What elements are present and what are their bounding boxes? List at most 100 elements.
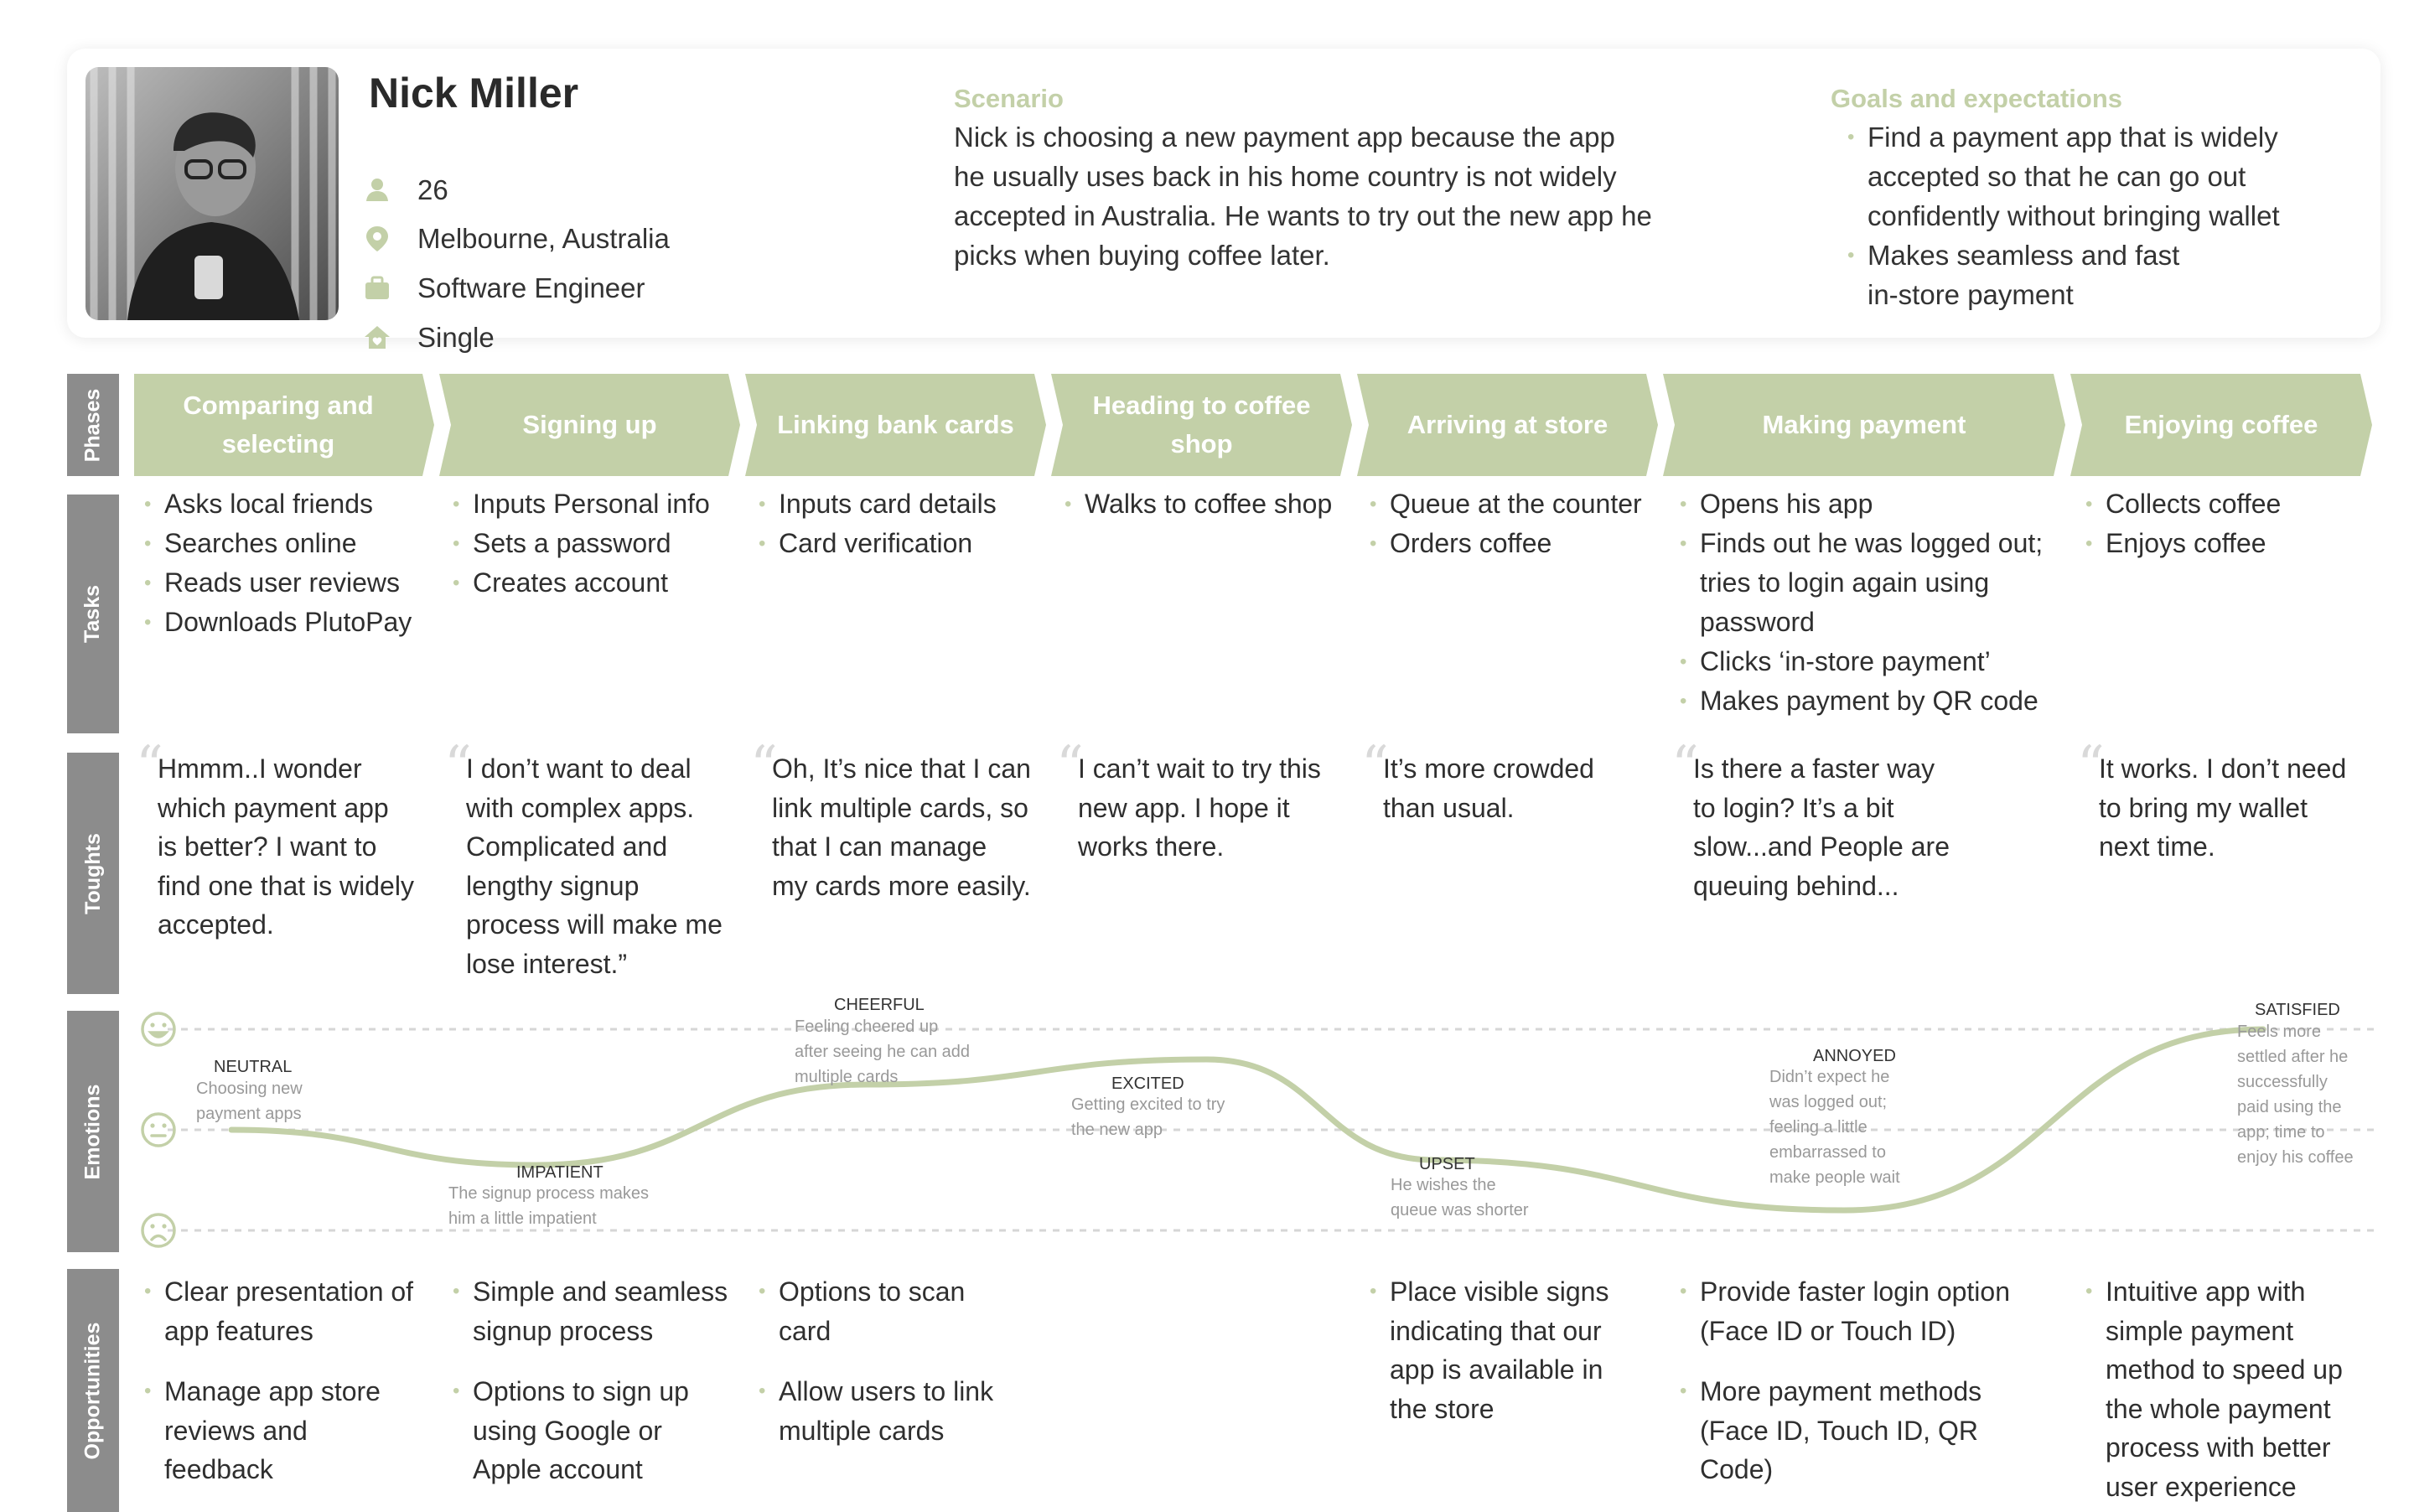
task-line: password bbox=[1700, 607, 1815, 637]
thought-line: that I can manage bbox=[772, 831, 987, 862]
emotion-label: SATISFIED bbox=[2255, 1001, 2340, 1019]
emotion-description-line: Getting excited to try bbox=[1071, 1095, 1225, 1114]
task-line: Reads user reviews bbox=[164, 567, 400, 598]
person-icon bbox=[366, 179, 388, 201]
persona-photo bbox=[85, 67, 339, 320]
task-item: Opens his app bbox=[1673, 484, 2043, 524]
phase-label-line: Making payment bbox=[1762, 410, 1966, 439]
opportunity-line: Place visible signs bbox=[1390, 1276, 1609, 1307]
task-item: Inputs Personal info bbox=[446, 484, 710, 524]
phase-label-line: Heading to coffee bbox=[1092, 391, 1311, 420]
task-line: Sets a password bbox=[473, 528, 671, 558]
emotion-description-line: multiple cards bbox=[795, 1068, 899, 1086]
phase-label: Enjoying coffee bbox=[2125, 406, 2318, 444]
task-line: Makes payment by QR code bbox=[1700, 686, 2038, 716]
task-item: Inputs card details bbox=[752, 484, 997, 524]
quote-icon: “ bbox=[1671, 735, 1699, 797]
happy-face-icon bbox=[141, 1012, 176, 1047]
emotion-description: The signup process makes him a little imp… bbox=[448, 1181, 649, 1231]
opportunity-line: Options to scan bbox=[779, 1276, 966, 1307]
thought-line: with complex apps. bbox=[466, 792, 695, 823]
phase-label-line: selecting bbox=[221, 429, 335, 458]
persona-age: 26 bbox=[417, 174, 448, 205]
task-item: Sets a password bbox=[446, 524, 710, 563]
emotion-description-line: was logged out; bbox=[1769, 1093, 1888, 1111]
goal-line: Makes seamless and fast bbox=[1867, 240, 2180, 271]
task-item: Queue at the counter bbox=[1363, 484, 1642, 524]
emotion-description-line: make people wait bbox=[1769, 1168, 1900, 1187]
scenario-line: Nick is choosing a new payment app becau… bbox=[954, 122, 1615, 153]
thought-line: I don’t want to deal bbox=[466, 753, 692, 784]
phase-label-line: Comparing and bbox=[183, 391, 374, 420]
task-column: Asks local friendsSearches onlineReads u… bbox=[137, 484, 412, 642]
thought-line: to bring my wallet bbox=[2099, 792, 2308, 823]
emotion-description-line: enjoy his coffee bbox=[2237, 1148, 2354, 1167]
opportunity-line: Options to sign up bbox=[473, 1376, 689, 1406]
goal-item: Find a payment app that is widely accept… bbox=[1841, 117, 2280, 236]
scenario-text: Nick is choosing a new payment app becau… bbox=[954, 117, 1652, 275]
opportunity-line: multiple cards bbox=[779, 1415, 945, 1446]
emotion-label: CHEERFUL bbox=[834, 996, 925, 1014]
persona-occupation: Software Engineer bbox=[417, 272, 645, 303]
home-heart-icon bbox=[365, 326, 390, 349]
task-line: Inputs Personal info bbox=[473, 489, 710, 519]
task-line: Card verification bbox=[779, 528, 973, 558]
scenario-line: picks when buying coffee later. bbox=[954, 240, 1330, 271]
emotion-description-line: after seeing he can add bbox=[795, 1043, 971, 1061]
thought-line: to login? It’s a bit bbox=[1693, 792, 1894, 823]
persona-location: Melbourne, Australia bbox=[417, 223, 670, 254]
emotion-description-line: The signup process makes bbox=[448, 1184, 650, 1203]
thought-line: which payment app bbox=[158, 792, 389, 823]
task-item: Clicks ‘in-store payment’ bbox=[1673, 642, 2043, 681]
task-line: Collects coffee bbox=[2106, 489, 2282, 519]
thought-line: It’s more crowded bbox=[1383, 753, 1594, 784]
thought-line: works there. bbox=[1078, 831, 1225, 862]
opportunity-line: (Face ID or Touch ID) bbox=[1700, 1315, 1956, 1346]
emotion-description-line: successfully bbox=[2237, 1073, 2328, 1091]
thought-line: queuing behind... bbox=[1693, 870, 1899, 901]
emotion-description-line: him a little impatient bbox=[448, 1209, 597, 1228]
thought-line: is better? I want to bbox=[158, 831, 377, 862]
thought-line: find one that is widely bbox=[158, 870, 414, 901]
emotion-description-line: He wishes the bbox=[1391, 1176, 1496, 1194]
task-line: Opens his app bbox=[1700, 489, 1873, 519]
location-pin-icon bbox=[366, 226, 388, 251]
scenario-title: Scenario bbox=[954, 84, 1064, 113]
goal-line: confidently without bringing wallet bbox=[1867, 200, 2280, 231]
task-item: Walks to coffee shop bbox=[1058, 484, 1332, 524]
opportunity-line: Apple account bbox=[473, 1454, 643, 1484]
scenario-line: he usually uses back in his home country… bbox=[954, 161, 1617, 192]
emotion-description-line: Choosing new bbox=[196, 1080, 303, 1098]
task-item: Downloads PlutoPay bbox=[137, 603, 412, 642]
status-row: Single bbox=[362, 319, 495, 356]
phase-label: Linking bank cards bbox=[777, 406, 1014, 444]
goal-line: Find a payment app that is widely bbox=[1867, 122, 2278, 153]
opportunity-line: Allow users to link bbox=[779, 1376, 994, 1406]
row-label-opportunities: Opportunities bbox=[67, 1269, 119, 1512]
phase-label: Making payment bbox=[1763, 406, 1966, 444]
opportunity-line: Code) bbox=[1700, 1454, 1774, 1484]
quote-icon: “ bbox=[136, 735, 163, 797]
emotion-description-line: queue was shorter bbox=[1391, 1201, 1529, 1219]
thought-line: slow...and People are bbox=[1693, 831, 1950, 862]
occupation-row: Software Engineer bbox=[362, 270, 645, 307]
task-line: Enjoys coffee bbox=[2106, 528, 2266, 558]
opportunity-line: feedback bbox=[164, 1454, 273, 1484]
neutral-face-icon bbox=[141, 1112, 176, 1147]
task-item: Makes payment by QR code bbox=[1673, 681, 2043, 721]
phase-label-line: Linking bank cards bbox=[777, 410, 1014, 439]
quote-icon: “ bbox=[750, 735, 778, 797]
thought-line: new app. I hope it bbox=[1078, 792, 1290, 823]
task-item: Asks local friends bbox=[137, 484, 412, 524]
